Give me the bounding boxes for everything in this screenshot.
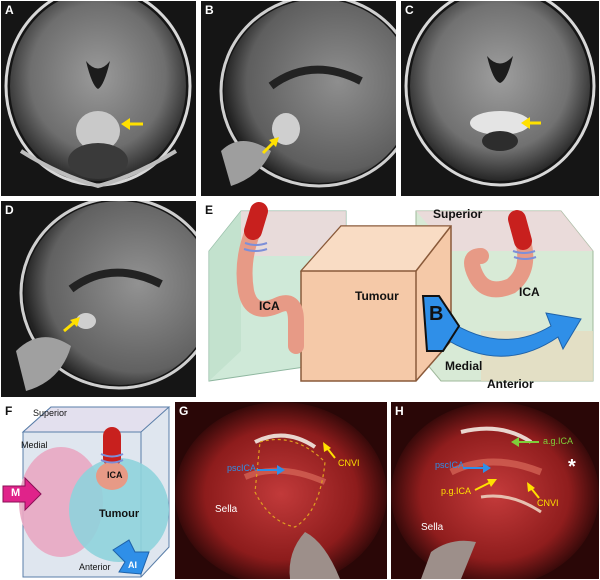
- e-superior-label: Superior: [433, 207, 483, 221]
- h-pscica-label: pscICA: [435, 460, 465, 470]
- f-ica-vessel: [96, 427, 128, 490]
- blue-curved-arrow-icon: [440, 312, 582, 357]
- panel-h: H a.g.ICA pscICA: [391, 402, 599, 579]
- panel-c-image: [404, 1, 596, 187]
- panel-d-label: D: [5, 203, 14, 217]
- g-pscica-label: pscICA: [227, 463, 257, 473]
- panel-g-label: G: [179, 404, 189, 418]
- panel-b-image: [219, 1, 396, 188]
- blue-arrow-icon: [463, 463, 491, 473]
- f-ai-tag: AI: [128, 560, 137, 570]
- panel-d-image: [16, 201, 196, 391]
- yellow-arrow-icon: [527, 482, 540, 499]
- yellow-arrow-icon: [323, 442, 336, 459]
- e-ica-left-label: ICA: [259, 299, 280, 313]
- panel-e-diagram: [208, 202, 594, 382]
- h-cnvi-label: CNVI: [537, 498, 559, 508]
- g-cnvi-label: CNVI: [338, 458, 360, 468]
- tumour-box: [299, 225, 453, 382]
- right-ica-vessel: [464, 210, 537, 298]
- panel-h-label: H: [395, 404, 404, 418]
- green-arrow-icon: [511, 437, 539, 447]
- yellow-arrow-icon: [521, 117, 541, 129]
- h-pgica-label: p.g.ICA: [441, 486, 472, 496]
- h-sella-label: Sella: [421, 522, 444, 533]
- panel-g-image: [175, 402, 387, 579]
- f-anterior-label: Anterior: [79, 562, 111, 572]
- e-tumour-label: Tumour: [355, 289, 399, 303]
- panel-e: E: [201, 201, 599, 397]
- panel-f: F Superior Medial ICA Tumour Anterior M …: [1, 402, 171, 579]
- panel-a-image: [4, 1, 192, 189]
- b-marker-box: [421, 295, 461, 352]
- panel-f-label: F: [5, 404, 13, 418]
- panel-f-diagram: [2, 406, 171, 578]
- f-superior-label: Superior: [33, 408, 68, 418]
- ai-arrow-icon: [112, 539, 150, 575]
- g-sella-label: Sella: [215, 504, 238, 515]
- h-asterisk-label: *: [568, 456, 576, 478]
- left-ica-vessel: [236, 202, 304, 354]
- panel-h-image: [391, 402, 599, 579]
- e-ica-right-label: ICA: [519, 285, 540, 299]
- yellow-arrow-icon: [63, 317, 80, 333]
- f-tumour-label: Tumour: [99, 508, 140, 520]
- f-ica-label: ICA: [107, 470, 123, 480]
- h-agica-label: a.g.ICA: [543, 436, 574, 446]
- yellow-arrow-icon: [261, 137, 279, 155]
- panel-e-label: E: [205, 203, 214, 217]
- panel-c-label: C: [405, 3, 414, 17]
- f-m-tag: M: [11, 487, 21, 499]
- panel-d: D: [1, 201, 196, 397]
- panel-a-label: A: [5, 3, 14, 17]
- e-b-letter: B: [429, 303, 444, 325]
- panel-c: C: [401, 1, 599, 196]
- f-medial-label: Medial: [21, 440, 48, 450]
- e-anterior-label: Anterior: [487, 377, 534, 391]
- panel-g: G pscICA CNVI Sella: [175, 402, 387, 579]
- yellow-arrow-icon: [121, 118, 143, 130]
- blue-arrow-icon: [257, 465, 285, 475]
- panel-b: B: [201, 1, 396, 196]
- m-arrow-icon: [2, 476, 42, 512]
- panel-a: A: [1, 1, 196, 196]
- yellow-arrow-icon: [474, 479, 497, 491]
- panel-b-label: B: [205, 3, 214, 17]
- e-medial-label: Medial: [445, 359, 483, 373]
